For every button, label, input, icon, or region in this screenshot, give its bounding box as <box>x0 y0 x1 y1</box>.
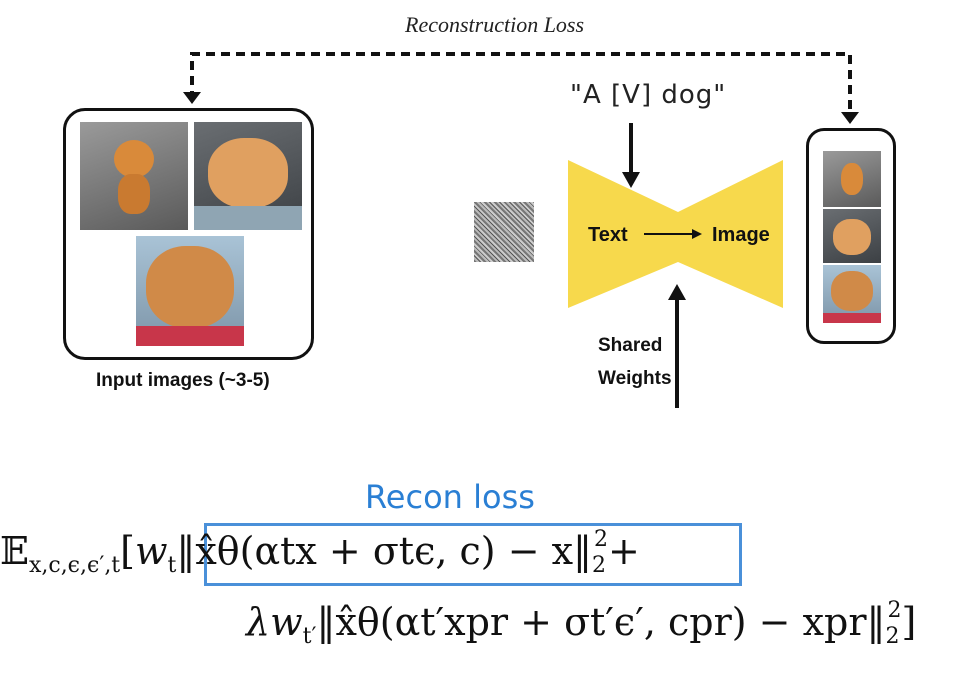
recon-loss-label: Recon loss <box>365 478 535 516</box>
output-photo-2 <box>823 209 881 263</box>
reconstruction-loss-label: Reconstruction Loss <box>405 12 585 37</box>
prior-weight-sub: t′ <box>302 624 317 649</box>
output-images-frame <box>806 128 896 344</box>
input-images-caption: Input images (~3-5) <box>96 370 270 391</box>
shared-weights-label-line2: Weights <box>598 368 672 389</box>
recon-loss-highlight-box <box>204 523 742 586</box>
plus-sign: + <box>608 529 640 573</box>
expectation-subscript: x,c,ϵ,ϵ′,t <box>28 553 121 578</box>
weight-term-sub: t <box>167 553 177 578</box>
generator-image-label: Image <box>712 224 770 246</box>
recon-term-body: ‖x̂θ(αtx + σtϵ, c) − x‖ <box>176 529 593 573</box>
expectation-symbol: 𝔼 <box>0 529 29 573</box>
norm-sup-2: 2 <box>887 598 902 623</box>
shared-weights-label-line1: Shared <box>598 335 663 356</box>
norm-sub-1: 2 <box>592 553 607 578</box>
output-photo-3 <box>823 265 881 323</box>
prior-weight-term: λw <box>246 600 303 644</box>
prior-term-body: ‖x̂θ(αt′xpr + σt′ϵ′, cpr) − xpr‖ <box>316 600 886 644</box>
generator-text-label: Text <box>588 224 628 246</box>
dog-photo-1 <box>80 122 188 230</box>
equation-line-2: λwt′‖x̂θ(αt′xpr + σt′ϵ′, cpr) − xpr‖22] <box>246 598 916 649</box>
output-photo-1 <box>823 151 881 207</box>
norm-sup-1: 2 <box>594 527 609 552</box>
dog-photo-2 <box>194 122 302 230</box>
input-images-frame <box>63 108 314 360</box>
open-bracket: [ <box>120 529 135 573</box>
weight-term: w <box>134 529 168 573</box>
dog-photo-3 <box>136 236 244 346</box>
noise-image <box>474 202 534 262</box>
close-bracket: ] <box>901 600 917 644</box>
prompt-text: "A [V] dog" <box>570 80 727 110</box>
norm-sub-2: 2 <box>885 624 900 649</box>
equation-line-1: 𝔼x,c,ϵ,ϵ′,t[wt‖x̂θ(αtx + σtϵ, c) − x‖22+ <box>0 527 640 578</box>
